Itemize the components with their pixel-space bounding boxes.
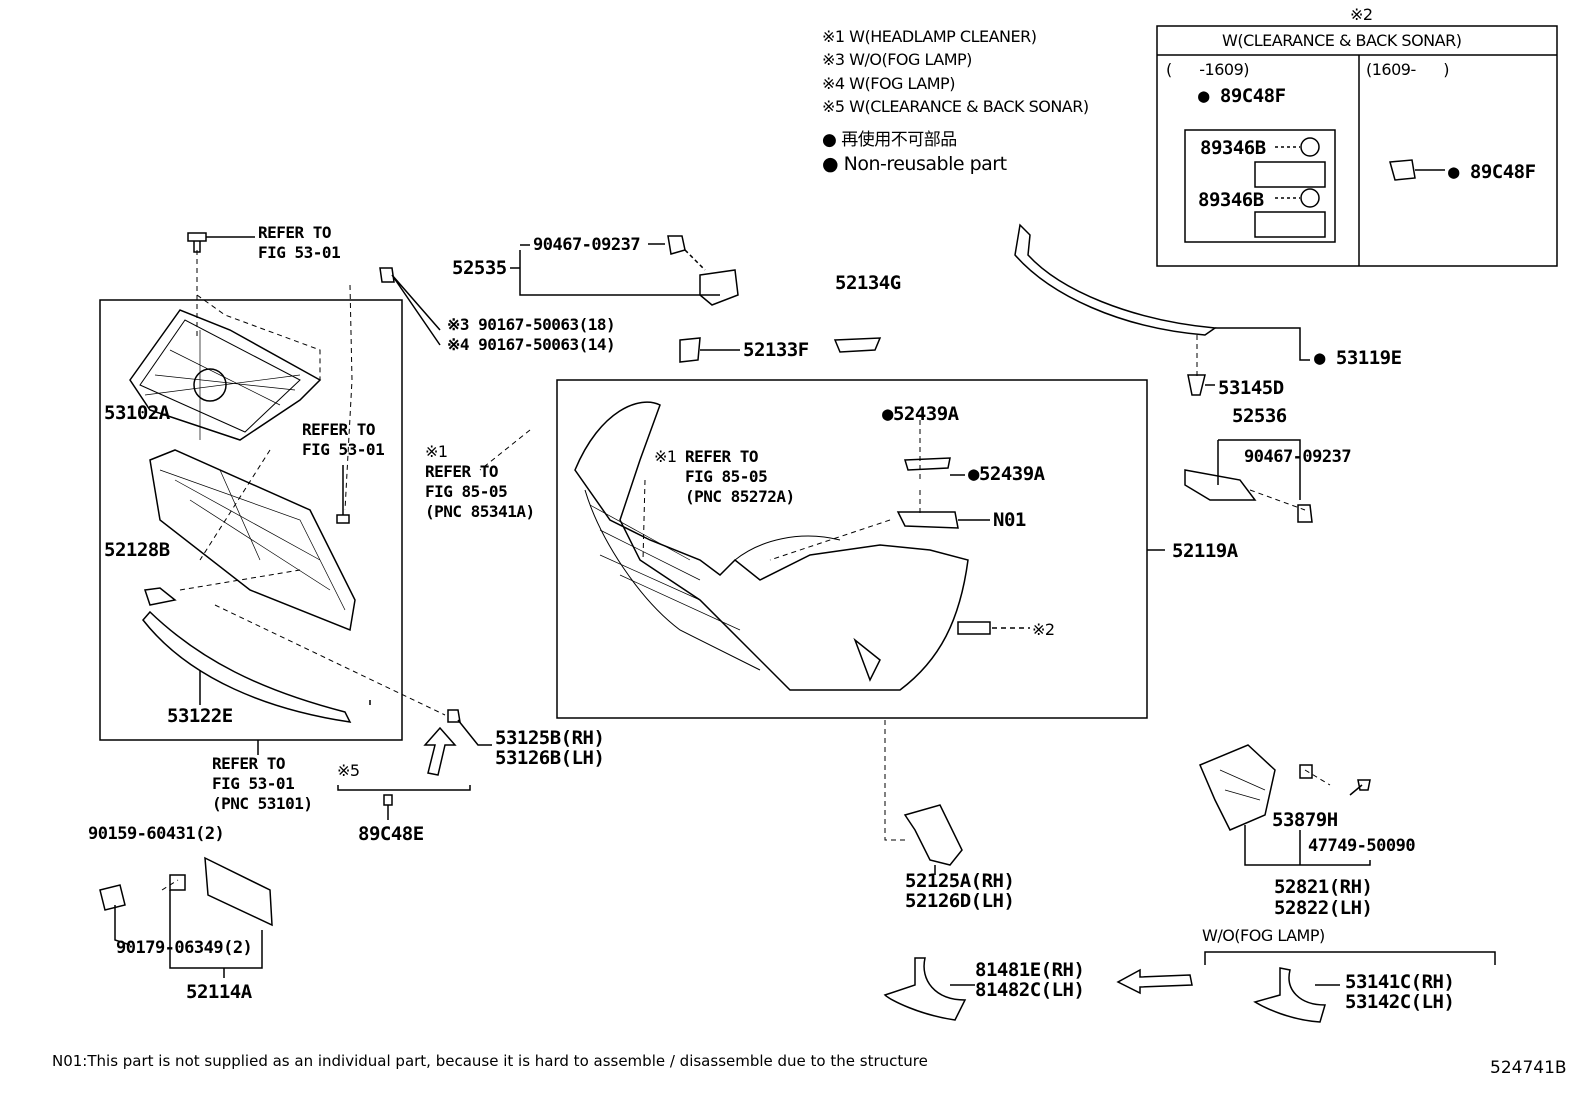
part-90159: 90159-60431(2) bbox=[88, 824, 225, 844]
part-90167-b: ※4 90167-50063(14) bbox=[447, 335, 616, 354]
sonar-box-frame bbox=[1156, 25, 1558, 267]
legend-note-3: ※3 W/O(FOG LAMP) bbox=[822, 50, 972, 69]
part-52126D: 52126D(LH) bbox=[905, 890, 1015, 912]
refer-to-pnc-53101: REFER TO FIG 53-01 (PNC 53101) bbox=[212, 754, 313, 813]
legend-nonreusable-en: ● Non-reusable part bbox=[822, 153, 1007, 175]
part-53126B: 53126B(LH) bbox=[495, 747, 605, 769]
sonar-left-range: ( -1609) bbox=[1166, 60, 1250, 79]
sonar-right-range: (1609- ) bbox=[1366, 60, 1450, 79]
part-90467-right: 90467-09237 bbox=[1244, 447, 1352, 467]
bumper-cover-drawing bbox=[574, 401, 969, 691]
part-52134G: 52134G bbox=[835, 272, 901, 294]
part-90467-top: 90467-09237 bbox=[533, 235, 641, 255]
sonar-box-title: W(CLEARANCE & BACK SONAR) bbox=[1222, 31, 1462, 50]
sonar-left-part: ● 89C48F bbox=[1198, 85, 1286, 107]
refer-to-pnc-85272a: REFER TO FIG 85-05 (PNC 85272A) bbox=[685, 447, 795, 506]
part-47749: 47749-50090 bbox=[1308, 836, 1416, 856]
part-52535: 52535 bbox=[452, 257, 507, 279]
refer-to-fig-53-01-mid: REFER TO FIG 53-01 bbox=[302, 420, 385, 459]
part-52821: 52821(RH) bbox=[1274, 876, 1373, 898]
part-53125B: 53125B(RH) bbox=[495, 727, 605, 749]
refer-to-pnc-85341a: REFER TO FIG 85-05 (PNC 85341A) bbox=[425, 462, 535, 521]
part-52133F: 52133F bbox=[743, 339, 809, 361]
part-52536: 52536 bbox=[1232, 405, 1287, 427]
part-53142C: 53142C(LH) bbox=[1345, 991, 1455, 1013]
part-52125A: 52125A(RH) bbox=[905, 870, 1015, 892]
part-52822: 52822(LH) bbox=[1274, 897, 1373, 919]
diagram-code: 524741B bbox=[1490, 1058, 1567, 1078]
refer-to-fig-53-01-top: REFER TO FIG 53-01 bbox=[258, 223, 341, 262]
bumper-group-frame bbox=[556, 379, 1148, 719]
refer-85341a-mark: ※1 bbox=[425, 442, 448, 461]
part-53102A: 53102A bbox=[104, 402, 170, 424]
sonar-right-part: ● 89C48F bbox=[1448, 161, 1536, 183]
part-89C48E: 89C48E bbox=[358, 823, 424, 845]
part-90167-a: ※3 90167-50063(18) bbox=[447, 315, 616, 334]
part-53879H: 53879H bbox=[1272, 809, 1338, 831]
part-53145D: 53145D bbox=[1218, 377, 1284, 399]
sonar-sub-part-1: 89346B bbox=[1200, 137, 1266, 159]
part-53122E: 53122E bbox=[167, 705, 233, 727]
part-N01: N01 bbox=[993, 509, 1026, 531]
mark-5: ※5 bbox=[337, 761, 360, 780]
molding-drawing bbox=[142, 610, 352, 723]
legend-note-5: ※5 W(CLEARANCE & BACK SONAR) bbox=[822, 97, 1089, 116]
grille-group-frame bbox=[99, 299, 403, 741]
sonar-box-mark: ※2 bbox=[1350, 5, 1373, 24]
part-52128B: 52128B bbox=[104, 539, 170, 561]
part-53141C: 53141C(RH) bbox=[1345, 971, 1455, 993]
grille-lower-drawing bbox=[144, 449, 356, 632]
part-90179: 90179-06349(2) bbox=[116, 938, 253, 958]
part-53119E: ● 53119E bbox=[1314, 347, 1402, 369]
part-81481E: 81481E(RH) bbox=[975, 959, 1085, 981]
wo-fog-lamp-label: W/O(FOG LAMP) bbox=[1202, 926, 1325, 945]
refer-85272a-mark: ※1 bbox=[654, 447, 677, 466]
part-52439A-1: ●52439A bbox=[882, 403, 959, 425]
part-81482C: 81482C(LH) bbox=[975, 979, 1085, 1001]
sonar-sub-part-2: 89346B bbox=[1198, 189, 1264, 211]
footer-note: N01:This part is not supplied as an indi… bbox=[52, 1052, 928, 1070]
part-52439A-2: ●52439A bbox=[968, 463, 1045, 485]
grille-upper-drawing bbox=[129, 309, 322, 441]
legend-note-4: ※4 W(FOG LAMP) bbox=[822, 74, 955, 93]
part-52114A: 52114A bbox=[186, 981, 252, 1003]
part-52119A: 52119A bbox=[1172, 540, 1238, 562]
legend-nonreusable-jp: ● 再使用不可部品 bbox=[822, 130, 957, 150]
mark-2: ※2 bbox=[1032, 620, 1055, 639]
legend-note-1: ※1 W(HEADLAMP CLEANER) bbox=[822, 27, 1037, 46]
